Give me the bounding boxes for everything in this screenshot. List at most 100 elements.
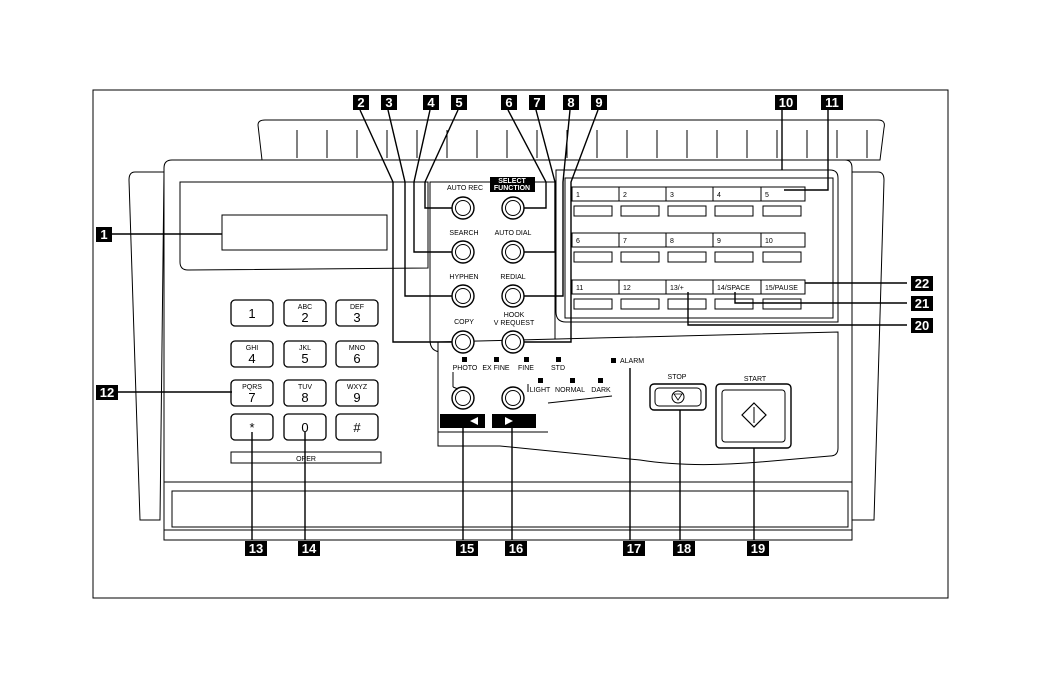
one-touch-button[interactable] [620, 205, 660, 217]
callout-number: 7 [533, 95, 540, 110]
left-arrow-icon [470, 417, 478, 425]
one-touch-label: 1 [576, 192, 580, 199]
start-label: START [744, 376, 767, 383]
callout-13: 13 [245, 541, 267, 556]
one-touch-button[interactable] [762, 251, 802, 263]
callout-number: 14 [302, 541, 317, 556]
lcd-display [221, 214, 388, 251]
redial-label: REDIAL [500, 274, 525, 281]
key-digit: 3 [353, 310, 360, 325]
select-function-tag [490, 177, 535, 192]
select-label: SELECT [498, 178, 526, 185]
callout-2: 2 [353, 95, 369, 110]
document-slot [171, 490, 849, 528]
callout-1: 1 [96, 227, 112, 242]
one-touch-button[interactable] [762, 298, 802, 310]
hyphen-label: HYPHEN [449, 274, 478, 281]
key-digit: 4 [248, 351, 255, 366]
key-digit: # [353, 420, 361, 435]
one-touch-label: 12 [623, 285, 631, 292]
one-touch-button[interactable] [667, 205, 707, 217]
key-letters: JKL [299, 345, 311, 352]
search-label: SEARCH [449, 230, 478, 237]
callout-number: 15 [460, 541, 474, 556]
key-digit: 2 [301, 310, 308, 325]
right-wing [851, 171, 885, 521]
alarm-label: ALARM [620, 358, 644, 365]
one-touch-button[interactable] [762, 205, 802, 217]
hook-label: HOOK [504, 312, 525, 319]
light-label: LIGHT [530, 387, 551, 394]
callout-8: 8 [563, 95, 579, 110]
key-digit: 6 [353, 351, 360, 366]
callout-number: 9 [595, 95, 602, 110]
oper-label: OPER [296, 456, 316, 463]
callout-number: 20 [915, 318, 929, 333]
callout-6: 6 [501, 95, 517, 110]
one-touch-button[interactable] [620, 298, 660, 310]
callout-17: 17 [623, 541, 645, 556]
key-hash[interactable]: # [335, 413, 379, 441]
key-digit: * [249, 420, 254, 435]
one-touch-button[interactable] [714, 298, 754, 310]
callout-number: 17 [627, 541, 641, 556]
one-touch-label: 3 [670, 192, 674, 199]
one-touch-button[interactable] [714, 251, 754, 263]
callout-7: 7 [529, 95, 545, 110]
one-touch-button[interactable] [667, 298, 707, 310]
key-letters: WXYZ [347, 384, 368, 391]
callout-19: 19 [747, 541, 769, 556]
v-request-label: V REQUEST [494, 320, 535, 327]
one-touch-button[interactable] [667, 251, 707, 263]
one-touch-button[interactable] [714, 205, 754, 217]
key-1[interactable]: 1 [230, 299, 274, 327]
key-digit: 8 [301, 390, 308, 405]
one-touch-button[interactable] [573, 251, 613, 263]
callout-number: 16 [509, 541, 523, 556]
function-label: FUNCTION [494, 185, 530, 192]
one-touch-button[interactable] [573, 205, 613, 217]
callout-number: 22 [915, 276, 929, 291]
right-arrow-icon [505, 417, 513, 425]
std-label: STD [551, 365, 565, 372]
callout-11: 11 [821, 95, 843, 110]
callout-number: 11 [825, 95, 839, 110]
key-letters: TUV [298, 384, 312, 391]
one-touch-button[interactable] [620, 251, 660, 263]
key-digit: 1 [248, 306, 255, 321]
key-digit: 5 [301, 351, 308, 366]
callout-number: 10 [779, 95, 793, 110]
callout-5: 5 [451, 95, 467, 110]
left-wing [128, 171, 165, 521]
one-touch-label: 14/SPACE [717, 285, 750, 292]
one-touch-button[interactable] [573, 298, 613, 310]
callout-number: 13 [249, 541, 263, 556]
callout-number: 12 [100, 385, 114, 400]
one-touch-label: 4 [717, 192, 721, 199]
one-touch-label: 15/PAUSE [765, 285, 798, 292]
one-touch-label: 5 [765, 192, 769, 199]
callout-22: 22 [911, 276, 933, 291]
callout-3: 3 [381, 95, 397, 110]
key-letters: PQRS [242, 384, 262, 391]
callout-14: 14 [298, 541, 320, 556]
auto-dial-label: AUTO DIAL [495, 230, 532, 237]
oper-label-box [230, 451, 382, 464]
paper-tray [257, 119, 885, 161]
key-digit: 9 [353, 390, 360, 405]
copy-label: COPY [454, 319, 474, 326]
one-touch-label: 8 [670, 238, 674, 245]
callout-10: 10 [775, 95, 797, 110]
